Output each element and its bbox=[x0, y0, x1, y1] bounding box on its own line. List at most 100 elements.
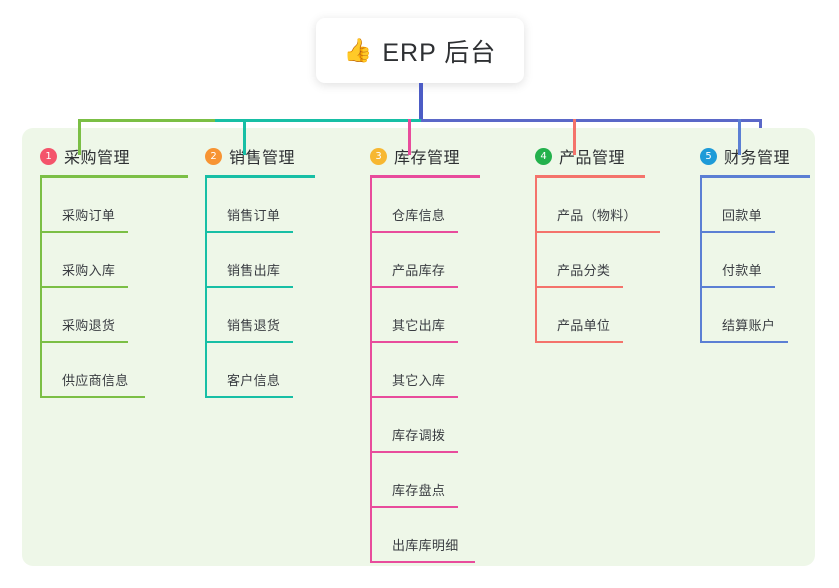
menu-item[interactable]: 采购退货 bbox=[40, 288, 188, 343]
item-underline bbox=[370, 561, 475, 563]
column-badge-sales: 2 bbox=[205, 147, 222, 165]
column-underline-purchase bbox=[40, 175, 188, 178]
column-title-sales: 销售管理 bbox=[229, 150, 296, 167]
item-rail bbox=[40, 178, 42, 233]
item-rail bbox=[370, 398, 372, 453]
item-rail bbox=[370, 178, 372, 233]
menu-item[interactable]: 供应商信息 bbox=[40, 343, 188, 398]
modules-panel bbox=[22, 128, 815, 566]
menu-item[interactable]: 销售退货 bbox=[205, 288, 315, 343]
menu-item[interactable]: 产品单位 bbox=[535, 288, 645, 343]
menu-item[interactable]: 回款单 bbox=[700, 178, 810, 233]
menu-item-label: 付款单 bbox=[722, 263, 762, 278]
item-rail bbox=[370, 233, 372, 288]
item-rail bbox=[40, 288, 42, 343]
item-underline bbox=[700, 341, 788, 343]
menu-item-label: 供应商信息 bbox=[62, 373, 129, 388]
menu-item[interactable]: 产品分类 bbox=[535, 233, 645, 288]
item-rail bbox=[535, 178, 537, 233]
item-underline bbox=[40, 286, 128, 288]
column-drop-connector-purchase bbox=[78, 119, 81, 155]
menu-item-label: 产品分类 bbox=[557, 263, 611, 278]
column-drop-connector-sales bbox=[243, 119, 246, 155]
item-rail bbox=[700, 178, 702, 233]
menu-item[interactable]: 采购订单 bbox=[40, 178, 188, 233]
item-underline bbox=[535, 231, 660, 233]
column-header-sales[interactable]: 2 销售管理 bbox=[205, 143, 315, 169]
column-items-sales: 销售订单销售出库销售退货客户信息 bbox=[205, 178, 315, 398]
column-badge-finance: 5 bbox=[700, 147, 717, 165]
menu-item-label: 结算账户 bbox=[722, 318, 776, 333]
menu-item-label: 采购退货 bbox=[62, 318, 116, 333]
menu-item[interactable]: 库存调拨 bbox=[370, 398, 480, 453]
menu-item[interactable]: 付款单 bbox=[700, 233, 810, 288]
menu-item-label: 采购订单 bbox=[62, 208, 116, 223]
column-items-product: 产品（物料） 产品分类产品单位 bbox=[535, 178, 660, 343]
column-header-product[interactable]: 4 产品管理 bbox=[535, 143, 645, 169]
item-rail bbox=[700, 288, 702, 343]
column-underline-finance bbox=[700, 175, 810, 178]
menu-item[interactable]: 其它入库 bbox=[370, 343, 480, 398]
column-underline-sales bbox=[205, 175, 315, 178]
column-drop-connector-finance bbox=[738, 119, 741, 155]
item-underline bbox=[700, 286, 775, 288]
item-rail bbox=[205, 233, 207, 288]
menu-item[interactable]: 销售出库 bbox=[205, 233, 315, 288]
menu-item[interactable]: 销售订单 bbox=[205, 178, 315, 233]
column-drop-connector-product bbox=[573, 119, 576, 155]
item-rail bbox=[370, 508, 372, 563]
menu-item[interactable]: 其它出库 bbox=[370, 288, 480, 343]
column-sales: 2 销售管理销售订单销售出库销售退货客户信息 bbox=[205, 143, 315, 398]
item-rail bbox=[40, 233, 42, 288]
menu-item[interactable]: 出库库明细 bbox=[370, 508, 480, 563]
menu-item[interactable]: 客户信息 bbox=[205, 343, 315, 398]
column-items-purchase: 采购订单采购入库采购退货供应商信息 bbox=[40, 178, 188, 398]
column-items-finance: 回款单付款单结算账户 bbox=[700, 178, 810, 343]
thumbs-up-icon: 👍 bbox=[343, 37, 374, 63]
item-rail bbox=[205, 178, 207, 233]
column-title-purchase: 采购管理 bbox=[64, 150, 131, 167]
item-underline bbox=[205, 341, 293, 343]
menu-item[interactable]: 库存盘点 bbox=[370, 453, 480, 508]
menu-item-label: 库存调拨 bbox=[392, 428, 446, 443]
item-underline bbox=[40, 231, 128, 233]
column-badge-product: 4 bbox=[535, 147, 552, 165]
item-underline bbox=[370, 341, 458, 343]
menu-item-label: 产品（物料） bbox=[557, 208, 637, 223]
menu-item[interactable]: 结算账户 bbox=[700, 288, 810, 343]
bus-segment-green bbox=[78, 119, 215, 122]
menu-item[interactable]: 采购入库 bbox=[40, 233, 188, 288]
item-underline bbox=[205, 231, 293, 233]
menu-item[interactable]: 产品库存 bbox=[370, 233, 480, 288]
menu-item-label: 其它入库 bbox=[392, 373, 446, 388]
item-rail bbox=[370, 343, 372, 398]
item-underline bbox=[700, 231, 775, 233]
menu-item-label: 出库库明细 bbox=[392, 538, 459, 553]
item-underline bbox=[40, 341, 128, 343]
column-underline-product bbox=[535, 175, 645, 178]
bus-segment-teal bbox=[215, 119, 421, 122]
column-product: 4 产品管理产品（物料） 产品分类产品单位 bbox=[535, 143, 660, 343]
menu-item[interactable]: 产品（物料） bbox=[535, 178, 660, 233]
root-title-card[interactable]: 👍 ERP 后台 bbox=[316, 18, 524, 83]
item-underline bbox=[370, 506, 458, 508]
column-underline-inventory bbox=[370, 175, 480, 178]
column-items-inventory: 仓库信息产品库存其它出库其它入库库存调拨库存盘点出库库明细 bbox=[370, 178, 480, 563]
menu-item-label: 销售退货 bbox=[227, 318, 281, 333]
bus-cap-right bbox=[759, 119, 762, 129]
root-title-text: ERP 后台 bbox=[382, 38, 497, 67]
item-rail bbox=[205, 288, 207, 343]
menu-item[interactable]: 仓库信息 bbox=[370, 178, 480, 233]
item-underline bbox=[370, 231, 458, 233]
item-rail bbox=[700, 233, 702, 288]
root-title: 👍 ERP 后台 bbox=[344, 33, 497, 69]
item-rail bbox=[535, 233, 537, 288]
item-rail bbox=[370, 288, 372, 343]
item-underline bbox=[205, 286, 293, 288]
column-title-product: 产品管理 bbox=[559, 150, 626, 167]
bus-segment-blue bbox=[421, 119, 762, 122]
